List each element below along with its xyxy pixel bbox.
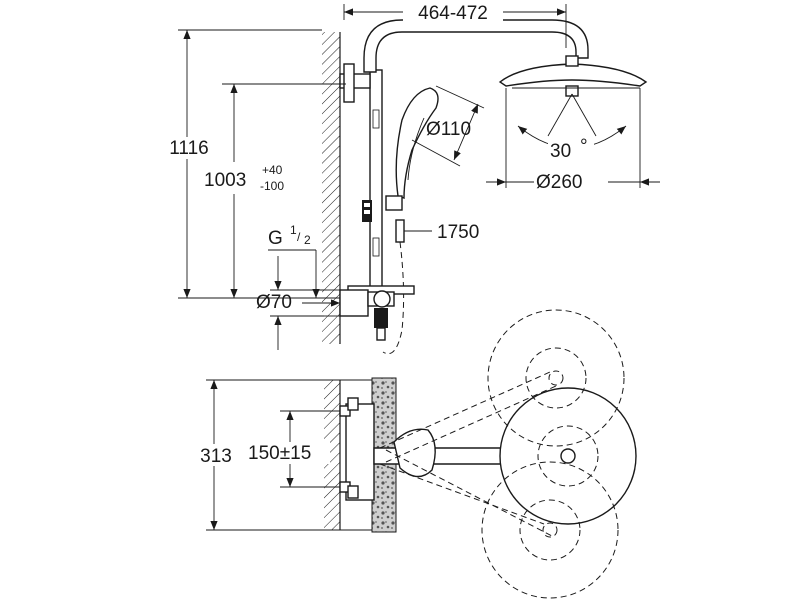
thread-slash: / — [297, 230, 301, 244]
plan-hand-shower — [393, 428, 436, 478]
bar-height-tolerance-plus: +40 — [262, 163, 283, 177]
shower-arm — [363, 19, 589, 73]
upper-wall-bracket-plate — [343, 63, 355, 103]
thermostat-knob — [373, 290, 391, 308]
total-height-label: 1116 — [169, 138, 208, 159]
bar-height-tolerance-minus: -100 — [260, 179, 284, 193]
plan-depth-label: 313 — [200, 446, 232, 467]
thread-denominator: 2 — [304, 233, 311, 247]
riser-slot-upper — [372, 109, 380, 129]
shower-hose — [382, 241, 405, 355]
bar-height-label: 1003 — [204, 170, 246, 191]
hand-shower-holder — [385, 195, 403, 211]
head-diameter-label: Ø260 — [536, 172, 582, 193]
rose-diameter-label: Ø70 — [256, 292, 292, 313]
head-angle-label: 30 — [550, 141, 571, 162]
plan-head-swing-bottom — [481, 461, 619, 599]
head-shower-joint — [565, 55, 579, 67]
thread-label: G — [268, 228, 283, 249]
hose-connector — [395, 219, 405, 243]
head-shower-nozzle — [565, 85, 579, 97]
connection-spacing-label: 150±15 — [248, 443, 311, 464]
hose-length-label: 1750 — [437, 222, 479, 243]
head-angle-unit: ° — [580, 136, 588, 157]
plan-wall-hatch — [324, 380, 340, 530]
thread-numerator: 1 — [290, 223, 297, 237]
head-shower — [498, 63, 648, 87]
outlet-fitting — [374, 308, 388, 328]
riser-rail — [369, 69, 383, 293]
wall-hatch — [322, 32, 340, 344]
elevation-view: 464-472 1116 1003 +40 -100 G 1 / 2 Ø70 Ø… — [160, 2, 660, 355]
hand-shower — [395, 87, 439, 199]
plan-head-swing-top — [487, 309, 625, 447]
riser-slot-lower — [372, 237, 380, 257]
thermostat-body — [339, 289, 369, 317]
plan-view: 313 150±15 — [192, 309, 637, 599]
handshower-diameter-label: Ø110 — [426, 119, 471, 140]
width-range-label: 464-472 — [418, 3, 488, 24]
